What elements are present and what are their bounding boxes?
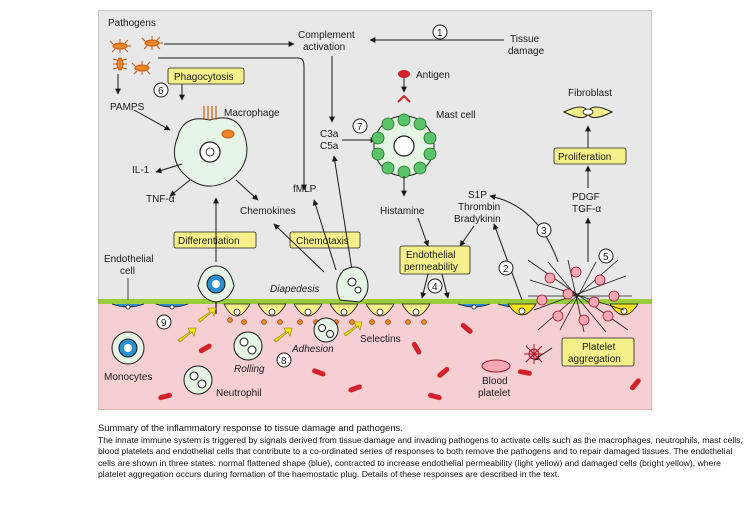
label-chemotaxis: Chemotaxis — [296, 236, 349, 247]
caption-body: The innate immune system is triggered by… — [98, 435, 743, 479]
transmigrating-monocyte — [197, 265, 235, 314]
phagocytosis-box — [167, 67, 245, 85]
label-s1p: S1P — [468, 190, 487, 201]
step-6: 6 — [153, 82, 169, 98]
label-tnf: TNF-α — [146, 194, 175, 205]
label-endothelial-cell: Endothelial — [104, 254, 153, 265]
endothelial-permeability-box — [399, 245, 471, 275]
label-pdgf: PDGF — [572, 192, 600, 203]
label-tissue-2: damage — [508, 46, 545, 57]
monocyte-cell — [111, 331, 145, 365]
fibroblast-cell — [562, 106, 614, 118]
label-pamps: PAMPS — [110, 102, 145, 113]
red-blood-cells — [158, 322, 641, 401]
step-3: 3 — [536, 222, 552, 238]
svg-text:6: 6 — [158, 86, 164, 97]
label-differentiation: Differentiation — [178, 236, 240, 247]
activated-platelet — [524, 344, 544, 364]
label-selectins: Selectins — [360, 334, 401, 345]
svg-text:5: 5 — [603, 252, 609, 263]
label-blood-platelet-2: platelet — [478, 388, 510, 399]
inflammatory-response-diagram: Pathogens Complement activation Tissue d… — [98, 10, 652, 410]
endothelial-cells-permeable — [223, 303, 431, 317]
step-1: 1 — [432, 24, 448, 40]
label-diapedesis: Diapedesis — [270, 284, 319, 295]
pathogen-icon — [141, 36, 163, 50]
pathogen-icon — [131, 61, 151, 75]
label-endothelial-permeability-2: permeability — [404, 262, 458, 273]
label-proliferation: Proliferation — [558, 152, 611, 163]
figure-caption: Summary of the inflammatory response to … — [98, 422, 743, 480]
label-complement-2: activation — [303, 42, 345, 53]
endothelial-cells-damaged — [507, 303, 639, 316]
blood-platelet — [481, 359, 511, 373]
step-8: 8 — [276, 352, 292, 368]
neutrophil-diapedesis — [336, 266, 369, 303]
label-bradykinin: Bradykinin — [454, 214, 501, 225]
mast-cell — [371, 113, 437, 179]
label-antigen: Antigen — [416, 70, 450, 81]
label-macrophage: Macrophage — [224, 108, 280, 119]
macrophage-cell — [173, 106, 248, 187]
svg-text:4: 4 — [432, 282, 438, 293]
step-4: 4 — [427, 278, 443, 294]
pathogen-icon — [203, 106, 217, 120]
antigen-icon — [397, 70, 411, 103]
platelet-aggregation-box — [561, 337, 635, 367]
label-histamine: Histamine — [380, 206, 425, 217]
label-neutrophil: Neutrophil — [216, 388, 262, 399]
endothelial-membrane — [98, 299, 652, 304]
step-markers: 1 2 3 4 5 6 7 8 9 — [153, 24, 614, 368]
label-phagocytosis: Phagocytosis — [174, 72, 233, 83]
label-platelet-aggregation: Platelet — [582, 342, 616, 353]
label-endothelial-cell-2: cell — [120, 266, 135, 277]
free-neutrophil — [183, 365, 213, 395]
platelet-aggregate — [527, 259, 632, 333]
step-9: 9 — [156, 314, 172, 330]
label-c3a: C3a — [320, 129, 339, 140]
step-7: 7 — [352, 118, 368, 134]
svg-text:8: 8 — [281, 356, 287, 367]
step-2: 2 — [498, 260, 514, 276]
svg-text:2: 2 — [503, 264, 509, 275]
svg-text:9: 9 — [161, 318, 167, 329]
label-platelet-aggregation-2: aggregation — [568, 354, 621, 365]
label-c5a: C5a — [320, 141, 339, 152]
label-fibroblast: Fibroblast — [568, 88, 612, 99]
rolling-neutrophil — [233, 331, 263, 361]
label-fmlp: fMLP — [293, 184, 317, 195]
label-thrombin: Thrombin — [458, 202, 500, 213]
label-tissue: Tissue — [510, 34, 540, 45]
caption-title: Summary of the inflammatory response to … — [98, 422, 403, 433]
pathogen-icon — [109, 39, 131, 53]
differentiation-box — [173, 231, 257, 249]
label-tgf: TGF-α — [572, 204, 601, 215]
pathogen-icon — [112, 57, 128, 71]
proliferation-box — [553, 147, 627, 165]
step-5: 5 — [598, 248, 614, 264]
label-il1: IL-1 — [132, 165, 150, 176]
selectin-markers — [227, 317, 427, 325]
svg-text:3: 3 — [541, 226, 547, 237]
pathogen-group — [109, 36, 163, 75]
label-monocytes: Monocytes — [104, 372, 152, 383]
svg-text:1: 1 — [437, 28, 443, 39]
label-rolling: Rolling — [234, 364, 265, 375]
label-chemokines: Chemokines — [240, 206, 296, 217]
label-mast-cell: Mast cell — [436, 110, 475, 121]
label-complement: Complement — [298, 30, 355, 41]
label-adhesion: Adhesion — [291, 344, 334, 355]
svg-text:7: 7 — [357, 122, 363, 133]
label-blood-platelet: Blood — [482, 376, 508, 387]
migration-arrows — [177, 307, 363, 343]
label-endothelial-permeability: Endothelial — [406, 250, 455, 261]
adherent-neutrophil — [313, 317, 339, 343]
label-pathogens: Pathogens — [108, 18, 156, 29]
